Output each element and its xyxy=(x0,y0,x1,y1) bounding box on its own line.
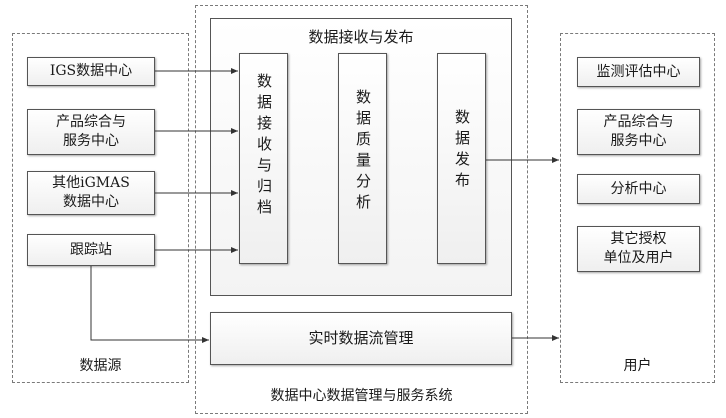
user-other-authorized[interactable]: 其它授权 单位及用户 xyxy=(577,226,700,272)
receive-publish-title: 数据接收与发布 xyxy=(308,28,414,46)
quality-analysis-label: 数据质量分析 xyxy=(354,89,372,215)
user-monitoring-center[interactable]: 监测评估中心 xyxy=(577,57,700,87)
source-tracking-station[interactable]: 跟踪站 xyxy=(27,234,155,266)
user-analysis-center[interactable]: 分析中心 xyxy=(577,174,700,204)
data-publish-label: 数据发布 xyxy=(453,109,471,193)
receive-archive-box[interactable]: 数据接收与归档 xyxy=(239,53,288,264)
data-sources-label: 数据源 xyxy=(79,358,122,374)
user-product-service-center[interactable]: 产品综合与 服务中心 xyxy=(577,109,700,155)
data-sources-group xyxy=(12,33,189,383)
source-other-igmas-data-center[interactable]: 其他iGMAS 数据中心 xyxy=(27,171,155,215)
receive-archive-label: 数据接收与归档 xyxy=(255,73,273,220)
source-product-service-center[interactable]: 产品综合与 服务中心 xyxy=(27,109,155,155)
data-publish-box[interactable]: 数据发布 xyxy=(437,53,486,264)
users-group xyxy=(560,33,715,383)
source-igs-data-center[interactable]: IGS数据中心 xyxy=(27,57,155,86)
arrow-tracking-to-stream xyxy=(90,266,209,343)
users-label: 用户 xyxy=(623,358,652,374)
realtime-stream-management-box[interactable]: 实时数据流管理 xyxy=(210,312,512,365)
quality-analysis-box[interactable]: 数据质量分析 xyxy=(338,53,387,264)
system-group xyxy=(195,5,528,414)
system-label: 数据中心数据管理与服务系统 xyxy=(270,388,453,404)
